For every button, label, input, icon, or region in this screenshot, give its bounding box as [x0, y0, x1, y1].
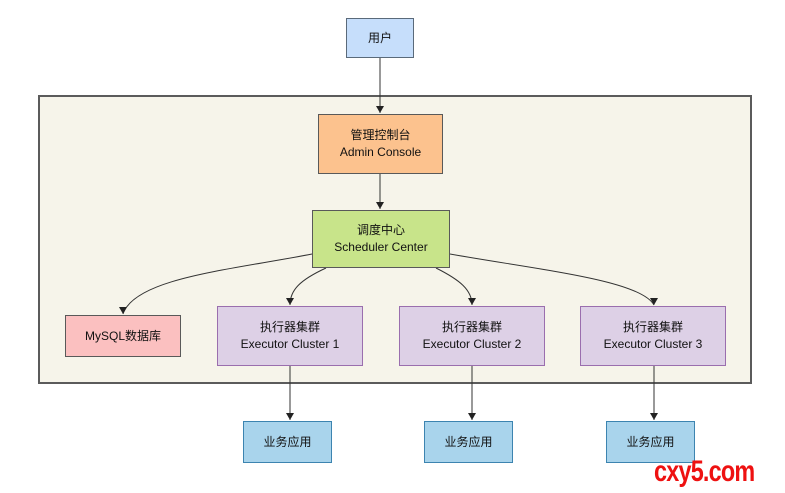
scheduler-center-label-en: Scheduler Center	[334, 240, 428, 254]
executor-label-en: Executor Cluster 2	[422, 337, 522, 351]
executor-label-cn: 执行器集群	[441, 320, 502, 334]
edge-scheduler-executor-2	[435, 267, 476, 306]
executor-label-cn: 执行器集群	[622, 320, 683, 334]
user-node: 用户	[346, 18, 414, 58]
business-app-1-node: 业务应用	[243, 421, 332, 463]
admin-console-label-cn: 管理控制台	[350, 128, 411, 142]
executor-label-cn: 执行器集群	[259, 320, 320, 334]
admin-console-label-en: Admin Console	[339, 145, 422, 159]
executor-label-en: Executor Cluster 3	[603, 337, 703, 351]
scheduler-center-node: 调度中心 Scheduler Center	[312, 210, 450, 268]
business-app-label: 业务应用	[444, 434, 493, 449]
admin-console-node: 管理控制台 Admin Console	[318, 114, 443, 174]
mysql-node: MySQL数据库	[65, 315, 181, 357]
watermark: cxy5.com	[654, 455, 755, 488]
executor-cluster-3-node: 执行器集群 Executor Cluster 3	[580, 306, 726, 366]
scheduler-center-label-cn: 调度中心	[356, 223, 405, 237]
executor-cluster-2-node: 执行器集群 Executor Cluster 2	[399, 306, 545, 366]
edge-scheduler-mysql	[119, 253, 313, 315]
edge-scheduler-executor-3	[449, 253, 658, 306]
user-label: 用户	[367, 30, 392, 45]
executor-cluster-1-node: 执行器集群 Executor Cluster 1	[217, 306, 363, 366]
business-app-2-node: 业务应用	[424, 421, 513, 463]
business-app-3-node: 业务应用	[606, 421, 695, 463]
edge-scheduler-executor-1	[286, 267, 327, 306]
business-app-label: 业务应用	[626, 434, 675, 449]
executor-label-en: Executor Cluster 1	[240, 337, 340, 351]
business-app-label: 业务应用	[263, 434, 312, 449]
mysql-label: MySQL数据库	[84, 328, 161, 343]
